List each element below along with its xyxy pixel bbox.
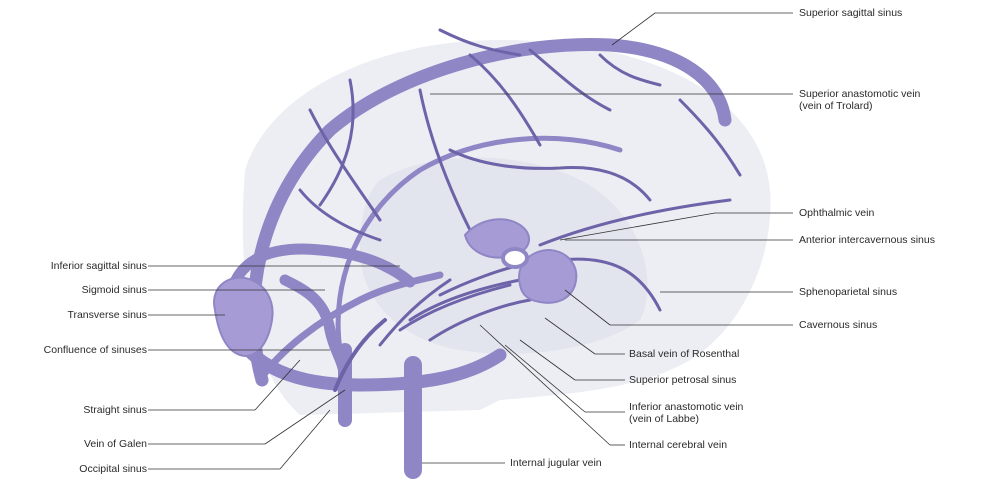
- label-ophthalmic-vein: Ophthalmic vein: [799, 207, 874, 219]
- label-superior-anastomotic-vein: Superior anastomotic vein (vein of Trola…: [799, 88, 920, 112]
- leader-occipital-b: [280, 410, 330, 469]
- label-inferior-anastomotic-vein: Inferior anastomotic vein (vein of Labbe…: [629, 401, 743, 425]
- label-inferior-anastomotic-vein-line1: Inferior anastomotic vein: [629, 401, 743, 413]
- label-sigmoid-sinus: Sigmoid sinus: [82, 284, 147, 296]
- label-anterior-intercavernous-sinus: Anterior intercavernous sinus: [799, 234, 935, 246]
- label-superior-petrosal-sinus: Superior petrosal sinus: [629, 374, 736, 386]
- label-sphenoparietal-sinus: Sphenoparietal sinus: [799, 286, 897, 298]
- label-inferior-sagittal-sinus: Inferior sagittal sinus: [51, 260, 147, 272]
- label-superior-anastomotic-vein-line2: (vein of Trolard): [799, 100, 920, 112]
- label-occipital-sinus: Occipital sinus: [79, 463, 147, 475]
- label-superior-sagittal-sinus: Superior sagittal sinus: [799, 7, 902, 19]
- label-internal-jugular-vein: Internal jugular vein: [510, 457, 602, 469]
- confluence-of-sinuses-shape: [214, 278, 272, 356]
- leader-superior-sagittal-sinus: [612, 13, 655, 45]
- label-vein-of-galen: Vein of Galen: [84, 438, 147, 450]
- label-internal-cerebral-vein: Internal cerebral vein: [629, 439, 727, 451]
- label-inferior-anastomotic-vein-line2: (vein of Labbe): [629, 413, 743, 425]
- label-cavernous-sinus: Cavernous sinus: [799, 319, 877, 331]
- label-basal-vein-of-rosenthal: Basal vein of Rosenthal: [629, 348, 739, 360]
- label-straight-sinus: Straight sinus: [83, 404, 147, 416]
- cavernous-oval: [503, 249, 527, 267]
- label-transverse-sinus: Transverse sinus: [67, 309, 147, 321]
- label-superior-anastomotic-vein-line1: Superior anastomotic vein: [799, 88, 920, 100]
- label-confluence-of-sinuses: Confluence of sinuses: [44, 344, 147, 356]
